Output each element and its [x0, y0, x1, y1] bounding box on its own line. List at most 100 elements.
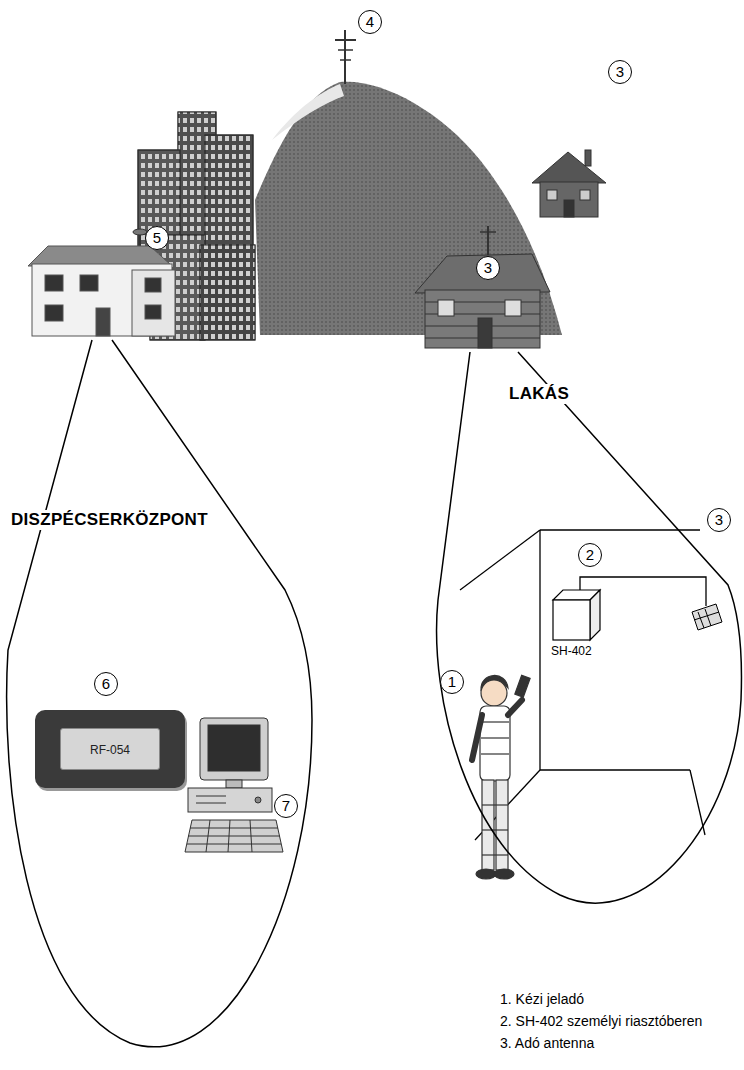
dispatch-computer [226, 780, 242, 788]
key-text: 1. Kézi jeladó [500, 990, 584, 1008]
dwelling-house [425, 290, 540, 348]
bubble-outline [437, 352, 742, 903]
dispatch-computer [188, 836, 280, 837]
small-house [532, 150, 606, 217]
callout-number: 3 [476, 256, 500, 280]
callout-number: 5 [145, 226, 169, 250]
bubble-heading: LAKÁS [506, 384, 572, 404]
person-with-transmitter [472, 675, 530, 879]
dispatch-computer [190, 828, 278, 829]
transmitter-tower [344, 30, 346, 84]
dispatch-bubble: DISZPÉCSERKÖZPONT RF-054 [0, 335, 316, 1065]
alarm-unit-cube [553, 600, 590, 640]
bubble-outline [437, 352, 742, 903]
transmit-antenna [692, 604, 722, 630]
transmitter-tower [335, 39, 356, 41]
dispatch-computer [228, 820, 230, 852]
dwelling-house [505, 300, 521, 316]
callout-number: 1 [440, 670, 464, 694]
person-with-transmitter [481, 721, 509, 722]
small-house [564, 200, 574, 217]
small-house [580, 190, 590, 200]
callout-number: 7 [274, 794, 298, 818]
dwelling-house [487, 226, 489, 256]
room-walls [540, 529, 700, 530]
bubble-outline [0, 335, 316, 1065]
room-walls [540, 769, 690, 770]
city-buildings [200, 245, 255, 340]
person-with-transmitter [482, 804, 508, 805]
person-with-transmitter [481, 737, 509, 738]
small-house [585, 150, 591, 166]
city-buildings [200, 245, 255, 340]
dwelling-house [415, 254, 550, 293]
transmit-antenna [692, 604, 722, 630]
bubble-outline [7, 340, 312, 1047]
dispatch-house [45, 275, 63, 291]
person-with-transmitter [481, 753, 509, 754]
person-with-transmitter [494, 869, 514, 879]
dispatch-computer [187, 844, 281, 845]
transmit-antenna [694, 612, 719, 620]
callout-number: 2 [578, 543, 602, 567]
person-with-transmitter [472, 715, 482, 760]
person-with-transmitter [515, 675, 530, 697]
callout-number: 4 [358, 10, 382, 34]
device-label: RF-054 [60, 728, 160, 770]
dispatch-house [132, 270, 175, 336]
dispatch-computer [185, 820, 283, 852]
dispatch-computer [250, 820, 252, 852]
alarm-unit-cube [590, 590, 600, 640]
dispatch-computer [206, 820, 210, 852]
dispatch-computer [196, 796, 226, 797]
callout-number: 3 [707, 508, 731, 532]
dispatch-computer [196, 803, 226, 804]
small-house [532, 152, 606, 183]
dwelling-house [438, 300, 454, 316]
dispatch-house [145, 305, 161, 319]
transmit-antenna [698, 612, 704, 628]
person-with-transmitter [496, 780, 508, 870]
callout-number: 3 [608, 60, 632, 84]
dispatch-house [28, 246, 172, 266]
dwelling-house [415, 226, 550, 348]
small-house [547, 190, 557, 200]
person-with-transmitter [482, 829, 508, 830]
dispatch-computer [185, 718, 283, 852]
dispatch-computer [208, 725, 260, 771]
dwelling-bubble: LAKÁS SH-402 [430, 338, 744, 913]
dwelling-house [478, 318, 492, 348]
bubble-heading: DISZPÉCSERKÖZPONT [8, 510, 211, 530]
room-walls [460, 530, 540, 590]
bubble-outline [7, 340, 312, 1047]
dispatch-computer [188, 788, 272, 812]
alarm-unit: SH-402 [545, 585, 607, 667]
person-with-transmitter [482, 854, 508, 855]
unit-label: SH-402 [551, 644, 592, 658]
alarm-unit-cube [545, 585, 607, 641]
person-with-transmitter [476, 869, 496, 879]
dispatch-house [80, 275, 98, 291]
key-text: 3. Adó antenna [500, 1034, 594, 1052]
transmitter-tower [335, 30, 356, 84]
city-buildings [130, 112, 255, 340]
dwelling-house [480, 231, 496, 233]
hill [272, 84, 344, 140]
person-with-transmitter [508, 700, 522, 715]
transmitter-tower [340, 59, 351, 61]
dispatch-house [145, 278, 161, 292]
dispatch-house [96, 308, 110, 336]
small-house [540, 182, 598, 217]
room-walls [539, 530, 540, 770]
person-with-transmitter [481, 680, 507, 706]
transmit-antenna [705, 609, 711, 626]
transmitter-tower [338, 49, 353, 51]
callout-number: 6 [94, 672, 118, 696]
key-text: 2. SH-402 személyi riasztóberen [500, 1012, 702, 1030]
receiver-device: RF-054 [35, 710, 185, 788]
dispatch-house [45, 305, 63, 321]
dispatch-computer [200, 718, 268, 780]
dispatch-computer [255, 797, 261, 803]
